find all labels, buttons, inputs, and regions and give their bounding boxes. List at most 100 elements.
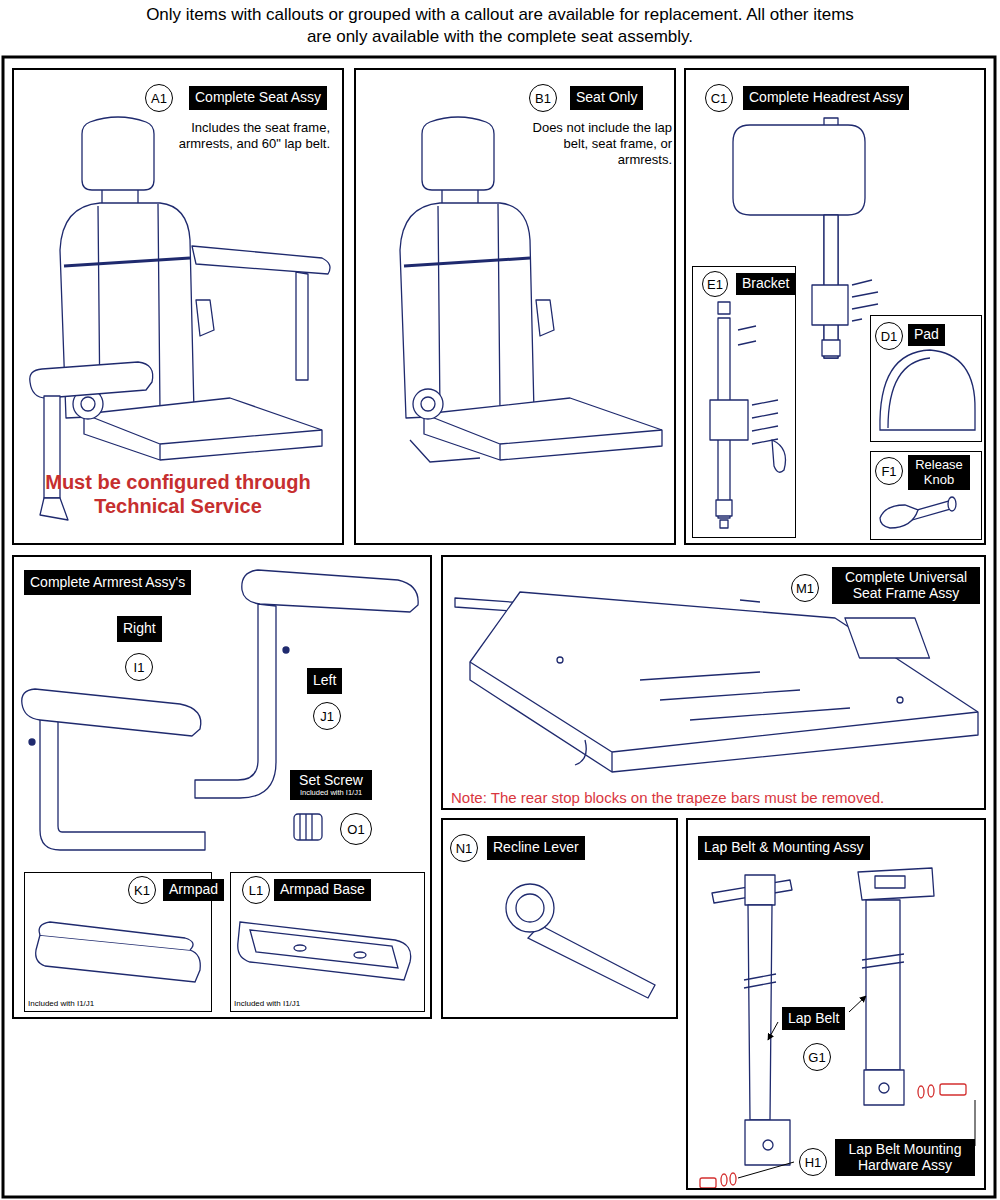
recline-lever-drawing [528, 925, 655, 998]
armrest-drawing [242, 570, 418, 612]
callout-circle: G1 [803, 1043, 831, 1071]
bracket-drawing [738, 326, 778, 444]
callout-circle: I1 [125, 653, 153, 681]
callout-number: A1 [151, 91, 167, 106]
part-name-tag: Complete Armrest Assy's [24, 570, 191, 595]
release-knob-drawing [948, 497, 956, 511]
part-name-tag: Complete Seat Assy [189, 86, 327, 110]
callout-number: B1 [535, 91, 551, 106]
lap-belt-drawing [858, 868, 934, 900]
bracket-drawing [720, 520, 728, 528]
bracket-drawing [716, 500, 732, 516]
frame-note: Note: The rear stop blocks on the trapez… [451, 789, 981, 807]
seat-frame-drawing [640, 600, 850, 720]
title-block: Only items with callouts or grouped with… [141, 4, 859, 48]
callout-number: L1 [249, 883, 263, 898]
armrest-drawing [29, 739, 35, 745]
armrest-drawing [283, 647, 289, 653]
lap-belt-drawing [866, 900, 900, 1070]
complete-seat-drawing [30, 117, 330, 520]
armpad-base-drawing [294, 945, 306, 951]
part-name: Armpad Base [280, 882, 365, 898]
armrest-drawing [22, 689, 201, 736]
callout-circle: E1 [702, 271, 728, 297]
headrest-drawing [733, 125, 865, 215]
configuration-note: Must be configured through Technical Ser… [42, 470, 314, 519]
recline-lever-drawing [506, 884, 655, 998]
sub-part-box: E1 Bracket [692, 266, 796, 538]
armpad-drawing [39, 922, 193, 950]
callout-circle: N1 [450, 834, 478, 862]
part-name: Lap Belt [788, 1011, 839, 1027]
armpad-base-drawing [238, 922, 411, 980]
lap-belt-hardware-drawing [940, 1084, 966, 1095]
part-name-tag: Left [307, 668, 342, 694]
leader-line [768, 1022, 778, 1040]
callout-circle: O1 [340, 813, 372, 845]
callout-number: M1 [796, 581, 814, 596]
callout-number: G1 [808, 1050, 825, 1065]
set-screw-drawing [294, 814, 322, 840]
part-name: Lap Belt & Mounting Assy [704, 840, 864, 856]
part-name-tag: Bracket [736, 273, 795, 295]
seat-only-drawing [400, 117, 662, 460]
seat-frame-drawing [557, 657, 563, 663]
sub-part-box: Included with I1/J1 L1 Armpad Base [230, 872, 425, 1012]
part-name: Seat Only [576, 90, 637, 106]
pad-drawing [880, 350, 975, 430]
callout-number: J1 [320, 709, 334, 724]
part-name-tag: Pad [908, 324, 945, 346]
part-name-tag: Armpad [163, 879, 224, 901]
part-description: Includes the seat frame, armrests, and 6… [170, 120, 330, 152]
release-knob-drawing [880, 505, 918, 528]
callout-number: D1 [881, 329, 898, 344]
part-panel: Complete Armrest Assy'sRightI1LeftJ1Set … [12, 555, 432, 1019]
set-screw-drawing [300, 814, 312, 840]
part-panel: Note: The rear stop blocks on the trapez… [441, 555, 986, 810]
part-name-tag: Complete Headrest Assy [743, 86, 909, 110]
part-name-tag: Complete Universal Seat Frame Assy [832, 567, 980, 604]
included-note: Included with I1/J1 [28, 999, 208, 1009]
included-note: Included with I1/J1 [234, 999, 414, 1009]
armrest-drawing [40, 716, 205, 850]
part-panel: Lap Belt & Mounting AssyLap BeltG1Lap Be… [686, 818, 986, 1190]
seat-frame-drawing [470, 592, 978, 772]
callout-number: E1 [707, 277, 723, 292]
seat-frame-drawing [575, 740, 586, 765]
part-name: Included with I1/J1 [300, 789, 362, 797]
complete-seat-drawing [60, 117, 322, 460]
part-name: Recline Lever [493, 840, 579, 856]
part-name: Right [123, 621, 156, 637]
callout-circle: A1 [145, 84, 173, 112]
lap-belt-drawing [745, 1120, 790, 1165]
lap-belt-hardware-drawing [730, 1173, 736, 1185]
outer-frame [3, 57, 995, 1197]
lap-belt-hardware-drawing [918, 1086, 924, 1098]
part-name: Armpad [169, 882, 218, 898]
part-name: Set Screw [299, 773, 363, 789]
callout-circle: H1 [799, 1148, 827, 1176]
callout-number: H1 [805, 1155, 822, 1170]
part-name-tag: Lap Belt & Mounting Assy [698, 836, 870, 860]
part-name: Complete Seat Assy [195, 90, 321, 106]
callout-circle: K1 [128, 876, 156, 904]
seat-only-drawing [400, 117, 662, 462]
seat-frame-drawing [897, 697, 903, 703]
lap-belt-drawing [862, 954, 904, 968]
callout-circle: F1 [875, 457, 903, 485]
headrest-drawing [733, 118, 878, 358]
sub-part-box: F1Release Knob [870, 451, 982, 540]
armrest-drawing [195, 604, 276, 798]
part-name: Bracket [742, 276, 789, 292]
complete-seat-drawing [296, 272, 308, 380]
release-knob-drawing [880, 497, 956, 528]
set-screw-drawing [294, 814, 322, 840]
pad-drawing [888, 358, 930, 428]
text-holder: Must be configured through Technical Ser… [42, 470, 314, 519]
callout-circle: B1 [529, 84, 557, 112]
part-name: Pad [914, 327, 939, 343]
callout-circle: C1 [705, 84, 733, 112]
part-description: Does not include the lap belt, seat fram… [530, 120, 672, 168]
headrest-drawing [822, 340, 840, 356]
